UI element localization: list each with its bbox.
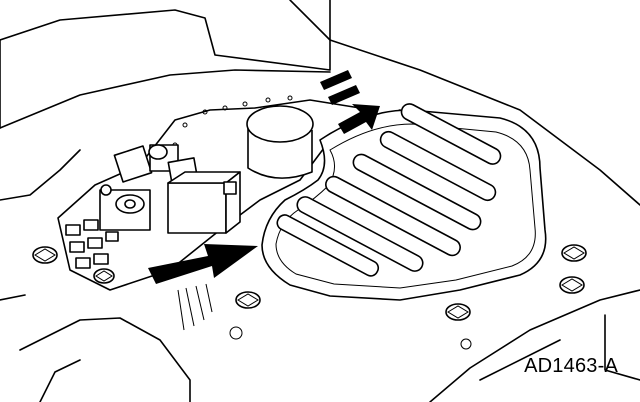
bolt-icon: [561, 244, 587, 262]
stripes-icon: [320, 70, 360, 105]
bolt-icon: [445, 303, 471, 321]
filter-pan: [261, 103, 547, 301]
bolt-icon: [32, 246, 58, 264]
bolt-icon: [559, 276, 585, 294]
arrow-icon: [338, 104, 380, 134]
bolt-icon: [235, 291, 261, 309]
bolts: [32, 244, 587, 350]
solenoid-cluster: [99, 144, 241, 234]
hatch-marks: [177, 283, 213, 331]
cylinder-component: [246, 105, 314, 179]
arrow-icon: [148, 244, 258, 284]
bolt-icon: [93, 268, 115, 284]
figure-id-label: AD1463-A: [524, 355, 618, 377]
